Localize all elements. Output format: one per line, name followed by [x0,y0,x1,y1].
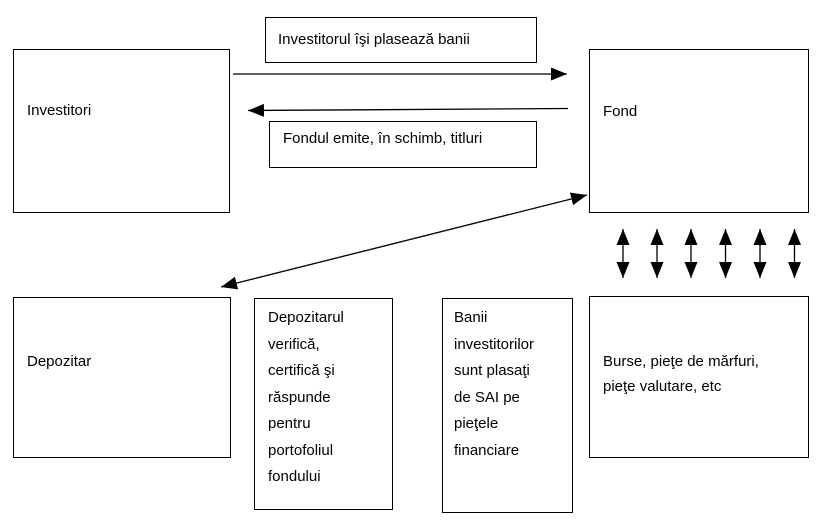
burse-label: Burse, pieţe de mărfuri, pieţe valutare,… [603,353,759,395]
flow-emit-box: Fondul emite, în schimb, titluri [269,121,537,168]
depozitar-label: Depozitar [27,353,92,370]
fund-depozitar-double-arrow [220,192,588,290]
depozitar-box: Depozitar [13,297,231,458]
depozitar-role-box: Depozitarul verifică, certifică şi răspu… [254,298,393,510]
depozitar-role-label: Depozitarul verifică, certifică şi răspu… [268,309,344,485]
flow-invest-label: Investitorul îşi plasează banii [278,31,470,48]
flow-invest-box: Investitorul îşi plasează banii [265,17,537,63]
flow-emit-label: Fondul emite, în schimb, titluri [283,130,483,147]
fond-box: Fond [589,49,809,213]
fond-label: Fond [603,103,638,120]
banii-label: Banii investitorilor sunt plasaţi de SAI… [454,309,535,459]
banii-box: Banii investitorilor sunt plasaţi de SAI… [442,298,573,513]
burse-box: Burse, pieţe de mărfuri, pieţe valutare,… [589,296,809,458]
fund-to-investor-arrow [247,103,569,117]
investitori-label: Investitori [27,102,92,119]
investitori-box: Investitori [13,49,230,213]
